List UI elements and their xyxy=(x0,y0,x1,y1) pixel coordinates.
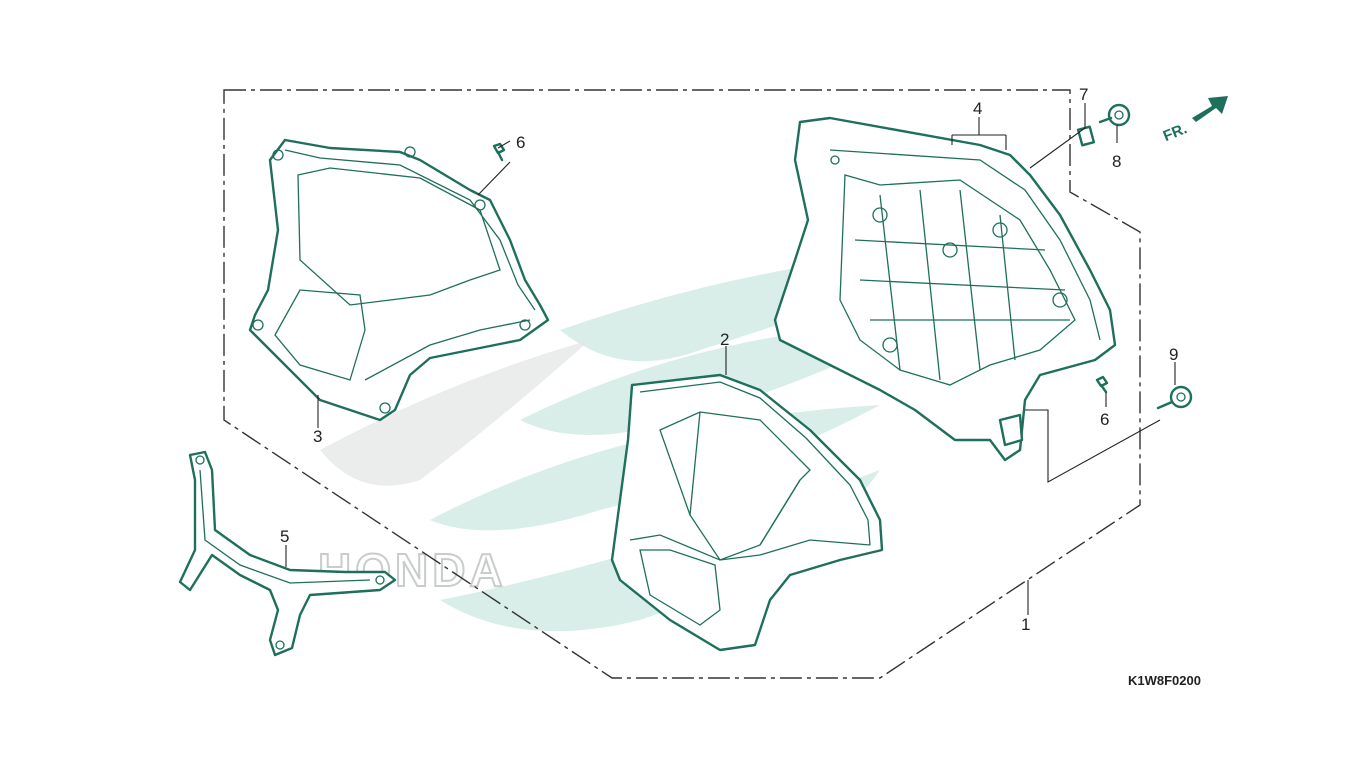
callout-labels: 1 2 3 4 5 6 6 7 8 9 xyxy=(280,85,1178,634)
part-3-upper-panel xyxy=(248,138,550,422)
callout-6-lower: 6 xyxy=(1100,410,1109,429)
leader-lines xyxy=(285,103,1176,615)
assembly-outline xyxy=(223,89,1141,679)
callout-4: 4 xyxy=(973,99,982,118)
diagram-code: K1W8F0200 xyxy=(1128,673,1201,688)
front-arrow-icon xyxy=(1192,96,1228,122)
screw-6-upper xyxy=(492,142,506,162)
front-label: FR. xyxy=(1161,120,1190,145)
callout-1: 1 xyxy=(1021,615,1030,634)
front-direction-indicator: FR. xyxy=(1161,96,1228,145)
screw-9 xyxy=(1156,385,1193,410)
nut-7 xyxy=(1076,125,1096,147)
part-4-inner-frame xyxy=(773,116,1117,462)
callout-6-upper: 6 xyxy=(516,133,525,152)
callout-3: 3 xyxy=(313,427,322,446)
callout-9: 9 xyxy=(1169,345,1178,364)
part-5-stay xyxy=(178,450,397,657)
bolt-8 xyxy=(1098,103,1131,127)
screw-6-lower xyxy=(1095,375,1109,394)
part-2-meter-visor xyxy=(610,373,884,652)
callout-7: 7 xyxy=(1079,85,1088,104)
callout-2: 2 xyxy=(720,330,729,349)
callout-8: 8 xyxy=(1112,152,1121,171)
callout-5: 5 xyxy=(280,527,289,546)
